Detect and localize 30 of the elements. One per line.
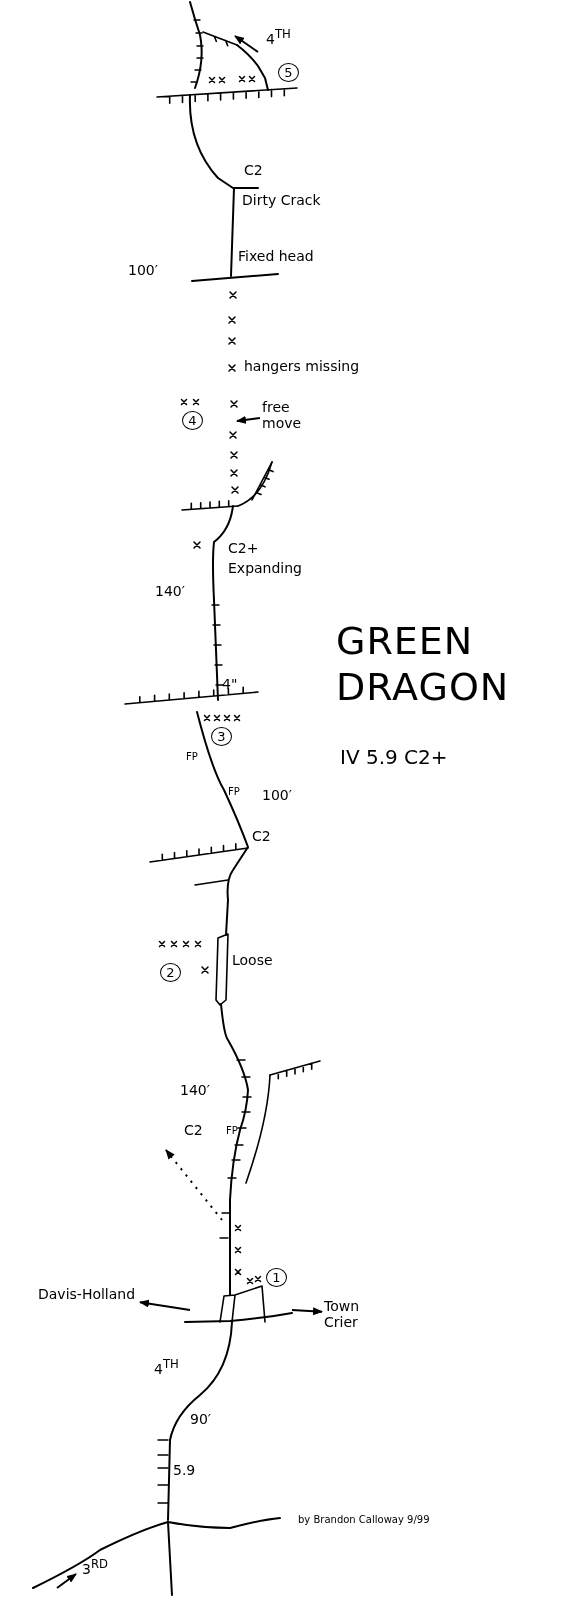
piton-mark: FP [228,785,240,799]
aid-grade: C2+ [228,540,259,556]
aid-grade: C2 [252,828,271,844]
aid-grade: C2 [244,162,263,178]
route-note: Loose [232,952,273,968]
route-name: Davis-Holland [38,1286,138,1302]
arrow [291,1307,323,1316]
piton-mark: FP [186,750,198,764]
grade-label: 3$^{RD}$ [82,1556,108,1577]
piton-mark: FP [226,1124,238,1138]
arrow [139,1299,191,1311]
pitch-length: 140′ [180,1082,210,1098]
grade-label: 5.9 [173,1462,196,1478]
grade-label: 4$^{TH}$ [266,26,291,47]
grade-label: 4$^{TH}$ [154,1356,179,1377]
size-label: 4" [222,676,238,692]
pitch-length: 100′ [262,787,292,803]
leader-arrow [236,415,261,424]
route-note: Expanding [228,560,302,576]
route-note: Dirty Crack [242,192,321,208]
route-note: free move [262,399,306,431]
author-credit: by Brandon Calloway 9/99 [298,1514,430,1526]
pitch-length: 90′ [190,1411,211,1427]
route-grade: IV 5.9 C2+ [340,745,448,769]
route-name: Town Crier [324,1298,394,1330]
aid-grade: C2 [184,1122,203,1138]
route-title: GREEN DRAGON [336,618,511,710]
pitch-length: 140′ [155,583,185,599]
pitch-length: 100′ [128,262,158,278]
route-note: Fixed head [238,248,314,264]
